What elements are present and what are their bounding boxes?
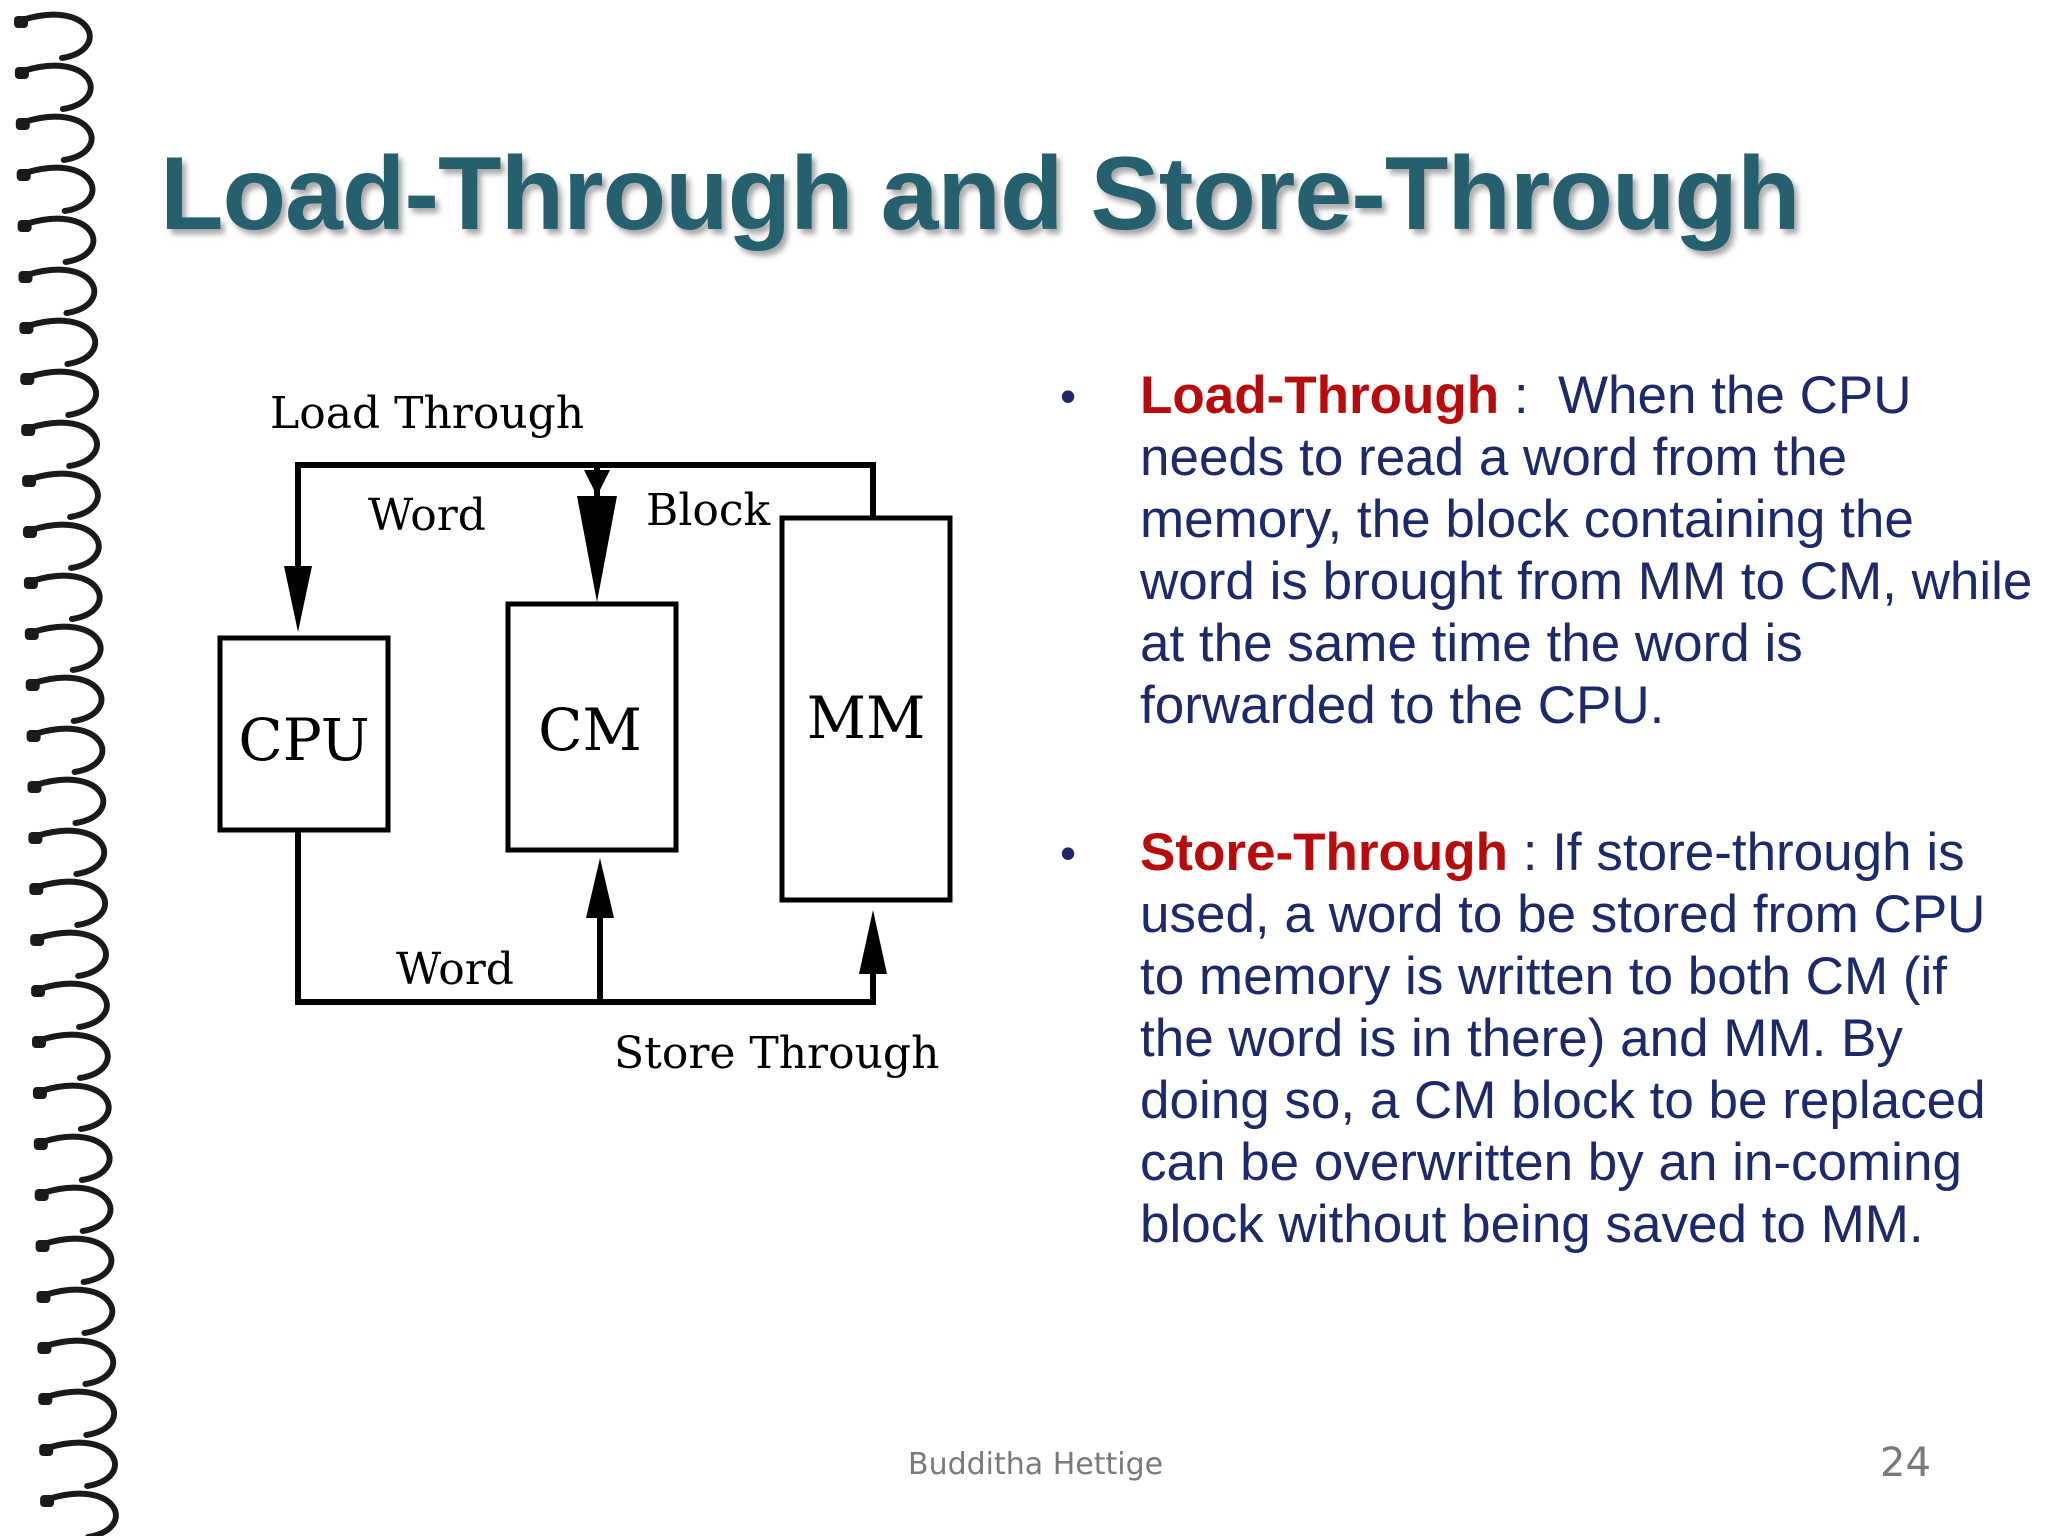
spiral-hole (23, 577, 38, 589)
spiral-ring (38, 1133, 113, 1183)
bullet-store-through: • Store-Through : If store-through is us… (1060, 822, 2035, 1256)
spiral-hole (15, 118, 30, 130)
spiral-hole (33, 1138, 48, 1150)
spiral-hole (22, 475, 37, 487)
footer-author: Budditha Hettige (908, 1447, 1164, 1482)
spiral-ring (24, 317, 99, 367)
spiral-ring (22, 215, 97, 265)
spiral-ring (45, 1490, 119, 1536)
separator: : (1508, 823, 1553, 882)
spiral-ring (19, 62, 94, 112)
spiral-hole (25, 679, 40, 691)
spiral-hole (17, 220, 32, 232)
load-through-line (295, 462, 876, 578)
cpu-box (217, 635, 391, 833)
spiral-hole (26, 730, 41, 742)
term-load-through: Load-Through (1140, 366, 1500, 425)
spiral-hole (35, 1240, 50, 1252)
label-block: Block (646, 485, 771, 536)
spiral-ring (23, 266, 98, 316)
spiral-hole (24, 628, 39, 640)
spiral-ring (36, 980, 110, 1030)
spiral-ring (28, 521, 102, 571)
spiral-hole (16, 169, 31, 181)
label-word-top: Word (368, 490, 486, 541)
mm-box (779, 515, 953, 903)
spiral-ring (21, 164, 96, 214)
bullet-text: When the CPU needs to read a word from t… (1140, 366, 2033, 735)
spiral-hole (14, 16, 28, 28)
mm-arrow-up (859, 910, 887, 974)
spiral-hole (31, 985, 46, 997)
spiral-ring (25, 368, 99, 418)
cm-box (505, 601, 679, 853)
spiral-hole (32, 1087, 47, 1099)
spiral-hole (34, 1189, 49, 1201)
label-cm: CM (538, 696, 642, 764)
spiral-hole (19, 322, 34, 334)
spiral-ring (33, 827, 108, 877)
spiral-ring (30, 674, 105, 724)
spiral-ring (19, 11, 93, 61)
spiral-hole (28, 832, 43, 844)
spiral-ring (26, 419, 100, 469)
spiral-ring (40, 1235, 115, 1285)
spiral-ring (28, 572, 103, 622)
spiral-ring (37, 1031, 111, 1081)
spiral-ring (39, 1184, 114, 1234)
spiral-ring (34, 878, 108, 928)
spiral-hole (20, 373, 35, 385)
spiral-ring (44, 1439, 118, 1489)
spiral-hole (30, 934, 45, 946)
spiral-hole (38, 1393, 53, 1405)
word-arrow-down (284, 566, 312, 632)
label-load-through: Load Through (270, 388, 584, 439)
bullet-symbol: • (1060, 370, 1077, 422)
spiral-ring (27, 470, 101, 520)
load-store-through-diagram: Load Through Word Block CPU CM MM Word S… (217, 388, 953, 1079)
spiral-hole (18, 271, 33, 283)
spiral-hole (37, 1342, 52, 1354)
spiral-hole (40, 1495, 55, 1507)
spiral-binding-decoration (14, 11, 119, 1536)
spiral-ring (29, 623, 104, 673)
page-number: 24 (1880, 1440, 1931, 1486)
spiral-hole (21, 424, 36, 436)
spiral-ring (42, 1337, 117, 1387)
term-store-through: Store-Through (1140, 823, 1508, 882)
label-cpu: CPU (238, 706, 369, 774)
bullet-symbol: • (1060, 827, 1077, 879)
store-through-line (295, 830, 876, 1005)
block-arrow-down (577, 496, 617, 602)
spiral-hole (23, 526, 37, 538)
spiral-ring (32, 776, 107, 826)
label-word-bottom: Word (396, 944, 514, 995)
bullet-load-through: • Load-Through : When the CPU needs to r… (1060, 365, 2035, 737)
bullet-text: If store-through is used, a word to be s… (1140, 823, 1986, 1254)
label-store-through: Store Through (614, 1028, 939, 1079)
label-mm: MM (807, 684, 926, 752)
spiral-hole (39, 1444, 54, 1456)
spiral-ring (37, 1082, 112, 1132)
cm-arrow-up (586, 858, 614, 918)
block-arrow-head-top (584, 470, 610, 496)
spiral-hole (36, 1291, 51, 1303)
spiral-ring (41, 1286, 116, 1336)
spiral-ring (31, 725, 106, 775)
spiral-hole (14, 67, 29, 79)
spiral-ring (35, 929, 109, 979)
spiral-ring (20, 113, 95, 163)
spiral-hole (29, 883, 44, 895)
bullet-list: • Load-Through : When the CPU needs to r… (1060, 365, 2035, 1341)
spiral-ring (43, 1388, 117, 1438)
slide-title: Load-Through and Store-Through (160, 136, 1800, 252)
spiral-hole (27, 781, 42, 793)
spiral-hole (32, 1036, 46, 1048)
separator: : (1499, 366, 1559, 425)
